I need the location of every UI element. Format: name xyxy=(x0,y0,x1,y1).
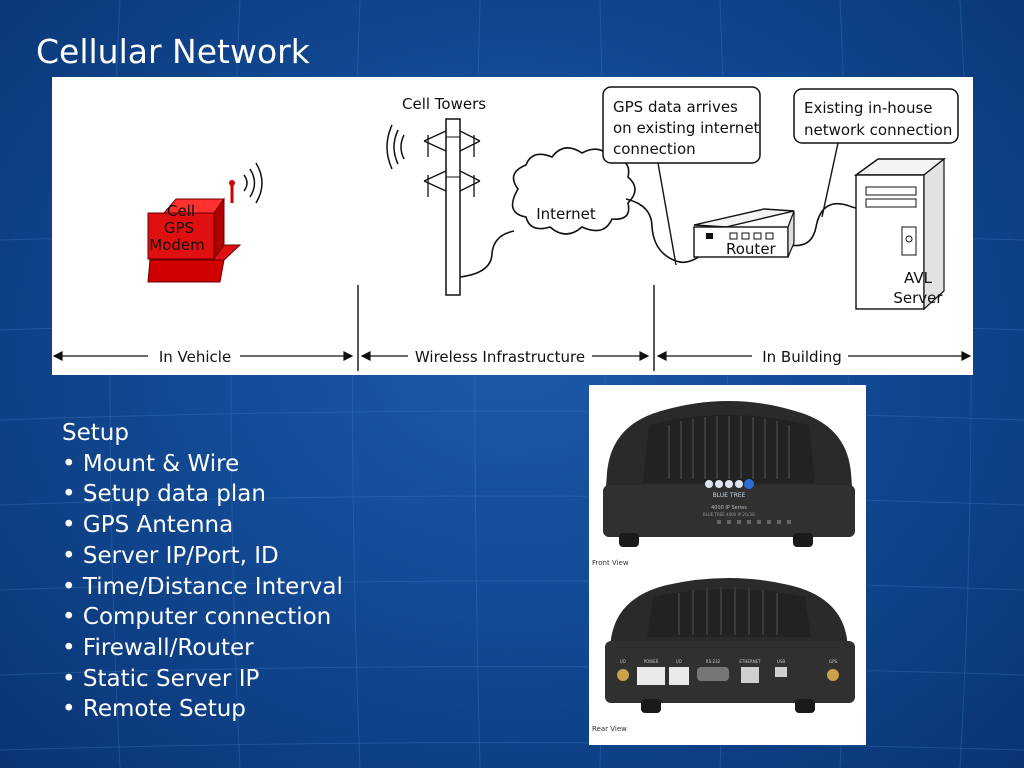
rear-port-label: POWER xyxy=(644,659,659,664)
callout-network-connection: Existing in-house network connection xyxy=(793,88,959,218)
rear-port-label: I/O xyxy=(620,659,626,664)
device-front-view: BLUE TREE 4000 IP Series BLUE TREE 4000 … xyxy=(592,401,855,567)
callout-gps-line2: on existing internet xyxy=(613,119,760,137)
front-model-text: BLUE TREE 4000 IP 2G/3G xyxy=(703,512,755,517)
setup-item: Computer connection xyxy=(62,602,343,633)
rear-port-label: GPS xyxy=(829,659,838,664)
internet-cloud-icon: Internet xyxy=(511,147,636,235)
device-rear-view: I/O POWER I/O RS-232 ETHERNET USB GPS Re… xyxy=(592,578,855,733)
front-series-text: 4000 IP Series xyxy=(711,505,747,511)
callout-gps-line1: GPS data arrives xyxy=(613,98,738,116)
internet-label: Internet xyxy=(536,205,596,223)
setup-list: Setup Mount & Wire Setup data plan GPS A… xyxy=(62,418,343,725)
rear-view-caption: Rear View xyxy=(592,725,627,733)
setup-item: Static Server IP xyxy=(62,664,343,695)
section-in-building: In Building xyxy=(762,348,842,366)
setup-item: Remote Setup xyxy=(62,694,343,725)
rear-port-label: USB xyxy=(777,659,785,664)
cell-tower-icon xyxy=(386,118,481,296)
front-view-caption: Front View xyxy=(592,559,629,567)
front-logo-text: BLUE TREE xyxy=(713,492,746,499)
modem-signal-icon xyxy=(243,162,263,204)
section-arrows xyxy=(52,351,972,361)
router-icon: Router xyxy=(693,208,795,258)
setup-item: Setup data plan xyxy=(62,479,343,510)
device-photo: BLUE TREE 4000 IP Series BLUE TREE 4000 … xyxy=(589,385,866,745)
callout-gps-line3: connection xyxy=(613,140,696,158)
setup-item: Mount & Wire xyxy=(62,449,343,480)
gps-modem-box: Cell GPS Modem xyxy=(147,162,263,283)
router-label: Router xyxy=(726,240,777,258)
tower-signal-icon xyxy=(386,124,405,170)
rear-port-label: ETHERNET xyxy=(739,659,761,664)
modem-label-line2: GPS xyxy=(164,219,194,237)
section-wireless-infrastructure: Wireless Infrastructure xyxy=(415,348,585,366)
section-in-vehicle: In Vehicle xyxy=(159,348,231,366)
setup-item: Firewall/Router xyxy=(62,633,343,664)
setup-item: Server IP/Port, ID xyxy=(62,541,343,572)
slide-title: Cellular Network xyxy=(36,32,310,71)
callout-network-line1: Existing in-house xyxy=(804,99,933,117)
cell-towers-label: Cell Towers xyxy=(402,95,486,113)
callout-gps-data: GPS data arrives on existing internet co… xyxy=(602,86,761,266)
modem-label-line3: Modem xyxy=(149,236,204,254)
setup-item: GPS Antenna xyxy=(62,510,343,541)
avl-server-icon: AVL Server xyxy=(853,157,946,311)
server-label-line2: Server xyxy=(893,289,943,307)
server-label-line1: AVL xyxy=(904,269,933,287)
rear-port-label: RS-232 xyxy=(706,659,721,664)
logo-blue-dot xyxy=(744,479,754,489)
modem-label-line1: Cell xyxy=(167,202,195,220)
rear-port-label: I/O xyxy=(676,659,682,664)
callout-network-line2: network connection xyxy=(804,121,952,139)
setup-item: Time/Distance Interval xyxy=(62,572,343,603)
setup-heading: Setup xyxy=(62,420,129,446)
network-diagram: Cell GPS Modem Cell Towers Internet xyxy=(52,77,973,375)
